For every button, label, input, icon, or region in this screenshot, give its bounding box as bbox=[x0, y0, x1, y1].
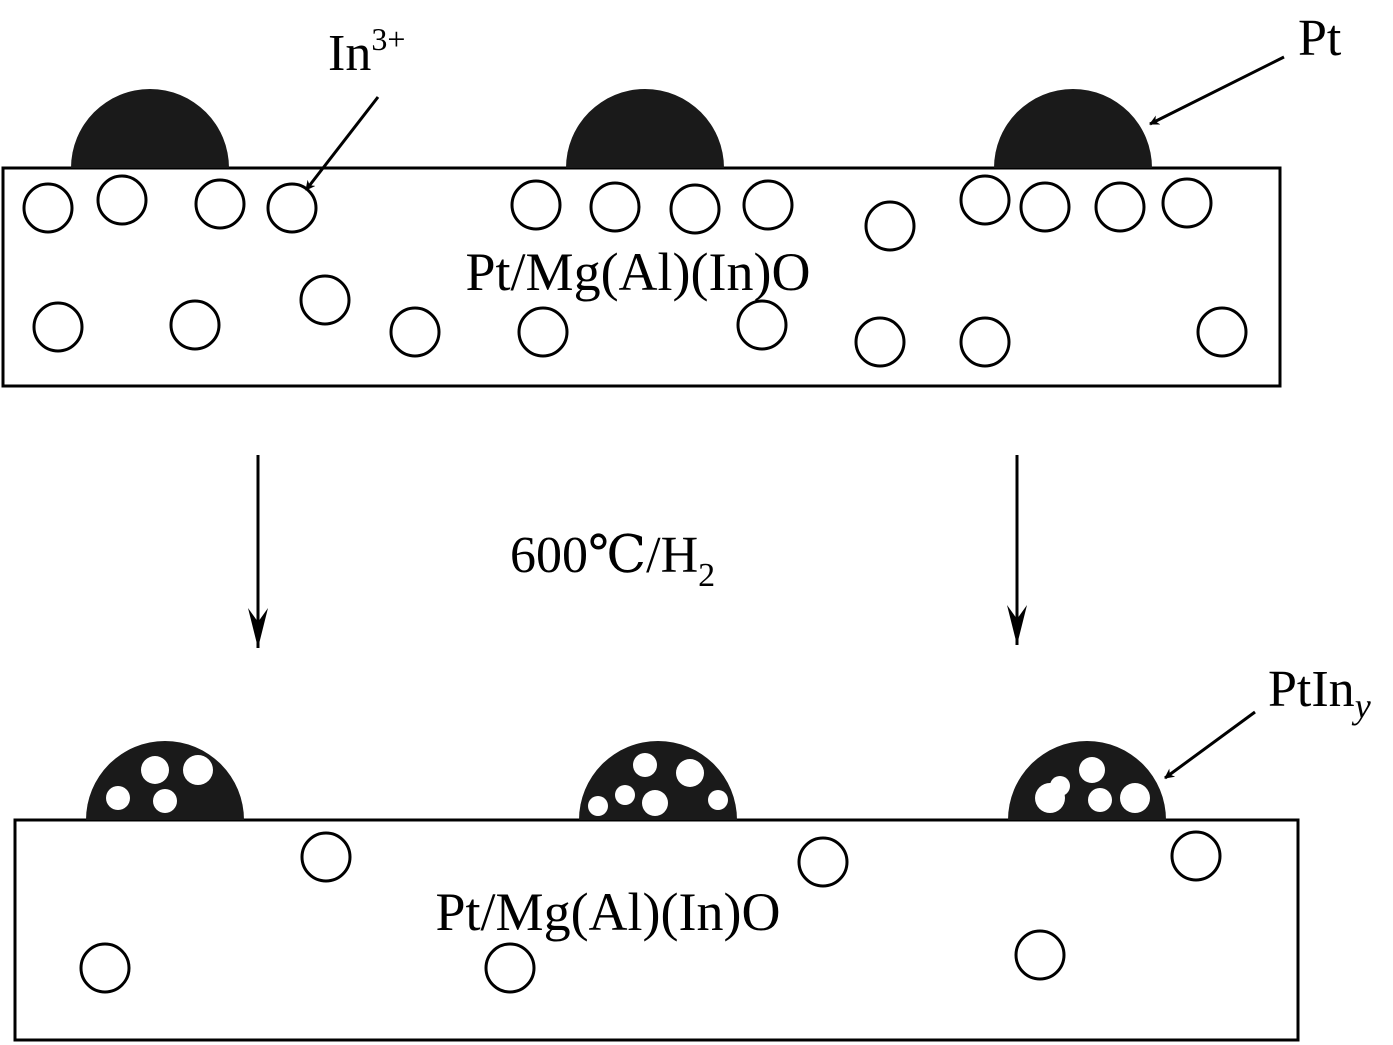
in-ion-circle bbox=[959, 174, 1011, 226]
in-atom-dot bbox=[153, 789, 177, 813]
in-ion-circle bbox=[194, 178, 246, 230]
in-atom-dot bbox=[1035, 783, 1065, 813]
in-ion-circle bbox=[484, 942, 536, 994]
pt-particle bbox=[566, 89, 724, 168]
in-atom-dot bbox=[588, 796, 608, 816]
in-atom-dot bbox=[1120, 783, 1150, 813]
in-atom-dot bbox=[183, 755, 213, 785]
in-atom-dot bbox=[141, 756, 169, 784]
condition-label: 600℃/H2 bbox=[510, 527, 715, 594]
in-atom-dot bbox=[633, 753, 657, 777]
pt-arrow bbox=[1149, 55, 1285, 126]
in-atom-dot bbox=[615, 785, 635, 805]
in-ions-top bbox=[22, 174, 1248, 368]
in-ion-arrow bbox=[304, 96, 380, 191]
in-ion-circle bbox=[1019, 181, 1071, 233]
in-ion-circle bbox=[510, 179, 562, 231]
in-atom-dot bbox=[642, 790, 668, 816]
in-ions-bottom bbox=[79, 830, 1222, 994]
in-ion-circle bbox=[589, 181, 641, 233]
pt-label: Pt bbox=[1298, 10, 1342, 67]
pt-particles-top bbox=[71, 89, 1152, 168]
ptin-arrow bbox=[1164, 710, 1256, 780]
in-ion-circle bbox=[300, 831, 352, 883]
support-bottom-label: Pt/Mg(Al)(In)O bbox=[436, 882, 781, 942]
in-ion-circle bbox=[266, 182, 318, 234]
in-ion-label: In3+ bbox=[328, 21, 405, 82]
in-ion-circle bbox=[22, 182, 74, 234]
pt-particle bbox=[71, 89, 229, 168]
in-ion-circle bbox=[389, 306, 441, 358]
in-ion-circle bbox=[669, 183, 721, 235]
in-atom-dot bbox=[106, 786, 130, 810]
in-ion-circle bbox=[1094, 181, 1146, 233]
in-atom-dot bbox=[1088, 788, 1112, 812]
in-ion-circle bbox=[1170, 830, 1222, 882]
in-ion-circle bbox=[959, 316, 1011, 368]
in-atom-dot bbox=[708, 790, 728, 810]
pt-particle bbox=[994, 89, 1152, 168]
in-ion-circle bbox=[854, 316, 906, 368]
in-atom-dot bbox=[1079, 757, 1105, 783]
ptin-label: PtIny bbox=[1268, 661, 1371, 726]
in-ion-circle bbox=[797, 836, 849, 888]
support-top-label: Pt/Mg(Al)(In)O bbox=[466, 242, 811, 302]
in-ion-circle bbox=[32, 301, 84, 353]
in-ion-circle bbox=[96, 174, 148, 226]
in-ion-circle bbox=[169, 299, 221, 351]
in-ion-circle bbox=[517, 306, 569, 358]
in-ion-circle bbox=[1196, 306, 1248, 358]
in-ion-circle bbox=[742, 179, 794, 231]
in-ion-circle bbox=[736, 299, 788, 351]
in-atom-dot bbox=[676, 759, 704, 787]
in-ion-circle bbox=[1014, 929, 1066, 981]
in-ion-circle bbox=[864, 200, 916, 252]
in-ion-circle bbox=[79, 942, 131, 994]
in-ion-circle bbox=[299, 274, 351, 326]
in-ion-circle bbox=[1161, 177, 1213, 229]
ptin-alloy-particles bbox=[86, 741, 1166, 820]
